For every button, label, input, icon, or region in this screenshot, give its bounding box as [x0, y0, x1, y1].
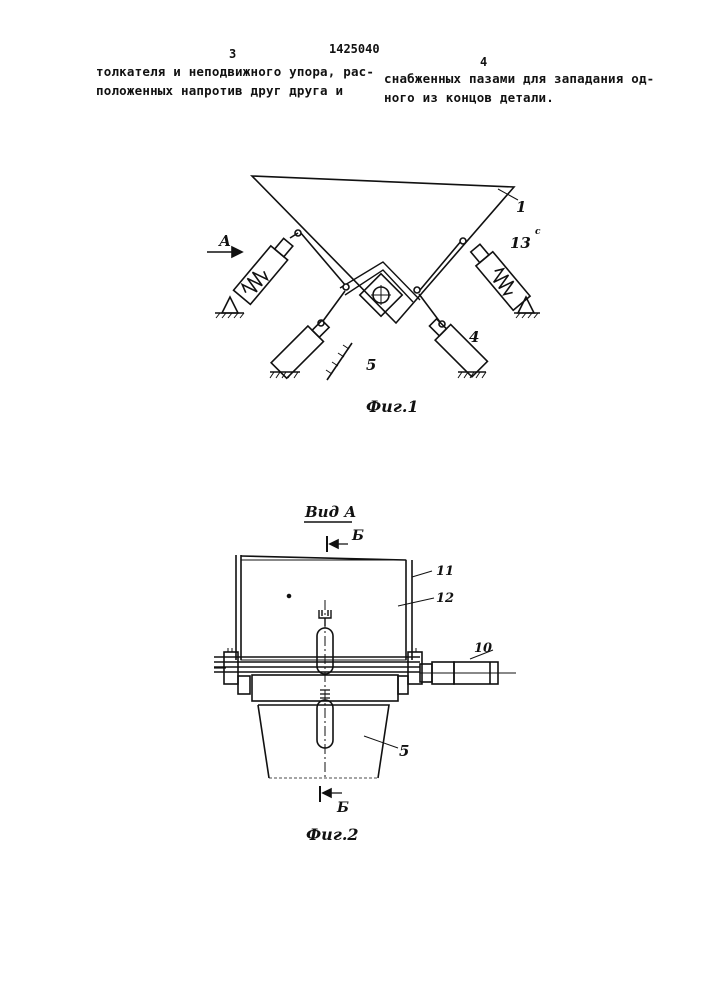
fig2-label-12: 12 [436, 591, 454, 606]
fig2-view-title: Вид А [304, 503, 356, 521]
fig2-section-top: Б [351, 528, 364, 544]
fig2-label-10: 10 [474, 641, 492, 656]
fig2-label-11: 11 [436, 564, 454, 579]
fig2-caption: Фиг.2 [306, 825, 359, 844]
fig2-section-bottom: Б [336, 800, 349, 816]
fig2-label-5: 5 [399, 742, 409, 760]
